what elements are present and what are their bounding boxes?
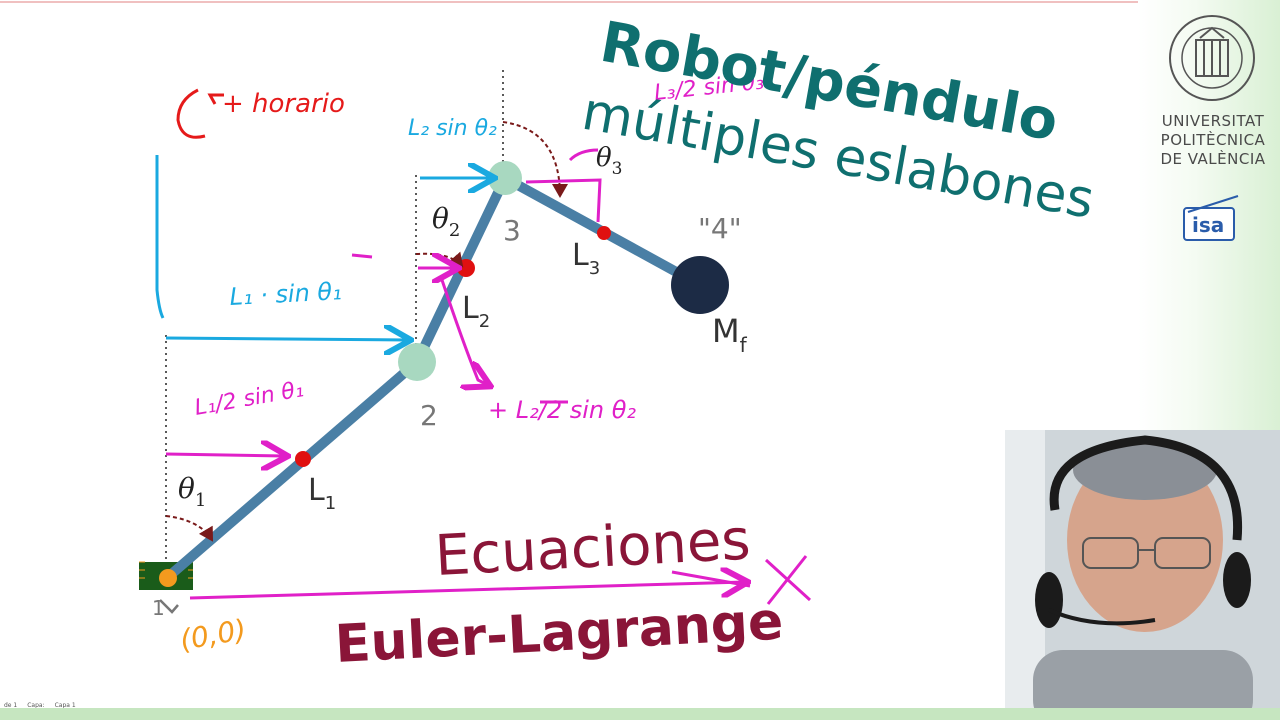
half-L1-sin-theta1-label: L₁/2 sin θ₁	[193, 377, 306, 421]
L1-label: L1	[308, 473, 336, 514]
joint-1-number: 1	[152, 596, 165, 620]
status-bar: de 1 Capa: Capa 1	[0, 698, 564, 712]
joint-3	[488, 161, 522, 195]
layer-label: Capa:	[27, 701, 45, 709]
theta3-arc	[502, 121, 568, 198]
clockwise-label: + horario	[222, 89, 345, 119]
svg-text:isa: isa	[1192, 213, 1224, 237]
base-pin	[159, 569, 177, 587]
page-indicator: de 1	[4, 701, 18, 709]
joint-2-number: 2	[420, 399, 438, 432]
isa-badge: isa	[1183, 195, 1239, 241]
layer-select[interactable]: Capa 1	[54, 701, 76, 709]
headset-icon	[1049, 435, 1243, 541]
theta1-arc	[165, 515, 214, 542]
joint-4-number: "4"	[698, 212, 742, 245]
university-name-line-3: DE VALÈNCIA	[1160, 150, 1266, 168]
subtitle-line-2: Euler-Lagrange	[334, 592, 785, 675]
theta2-label: θ2	[432, 202, 460, 241]
joint-3-number: 3	[503, 214, 521, 247]
theta2-arc	[415, 251, 464, 268]
magenta-arrow-down	[440, 279, 488, 385]
mass-label: Mf	[712, 312, 748, 357]
origin-label: (0,0)	[177, 613, 248, 657]
theta3-label: θ3	[596, 143, 622, 179]
magenta-hook-theta3	[568, 148, 599, 162]
presenter-shirt	[1033, 650, 1253, 720]
glasses-icon	[1082, 537, 1139, 569]
com-link-3	[597, 226, 611, 240]
bottom-strip	[0, 708, 1280, 720]
magenta-arrow-half-L1	[165, 454, 285, 456]
L2-label: L2	[462, 291, 490, 332]
half-L2-sin-theta2-label: + L₂/2 sin θ₂	[488, 396, 636, 424]
cyan-height-bracket	[155, 155, 165, 319]
university-name-line-2: POLITÈCNICA	[1160, 131, 1266, 149]
theta1-label: θ1	[178, 472, 206, 511]
magenta-bracket-L3	[525, 178, 602, 223]
webcam-overlay	[1005, 430, 1280, 720]
clockwise-arrow	[176, 88, 206, 139]
university-name-line-1: UNIVERSITAT	[1161, 112, 1265, 130]
L2-sin-theta2-label: L₂ sin θ₂	[408, 116, 497, 141]
magenta-cross	[764, 555, 812, 605]
com-link-2	[457, 259, 475, 277]
L3-label: L3	[572, 238, 600, 279]
university-seal	[1169, 15, 1255, 101]
magenta-arrow-bottom	[189, 582, 745, 600]
L1-sin-theta1-label: L₁ · sin θ₁	[229, 277, 343, 311]
joint-2	[398, 343, 436, 381]
end-mass	[671, 256, 729, 314]
com-link-1	[295, 451, 311, 467]
cyan-arrow-L1-sin	[165, 338, 408, 340]
